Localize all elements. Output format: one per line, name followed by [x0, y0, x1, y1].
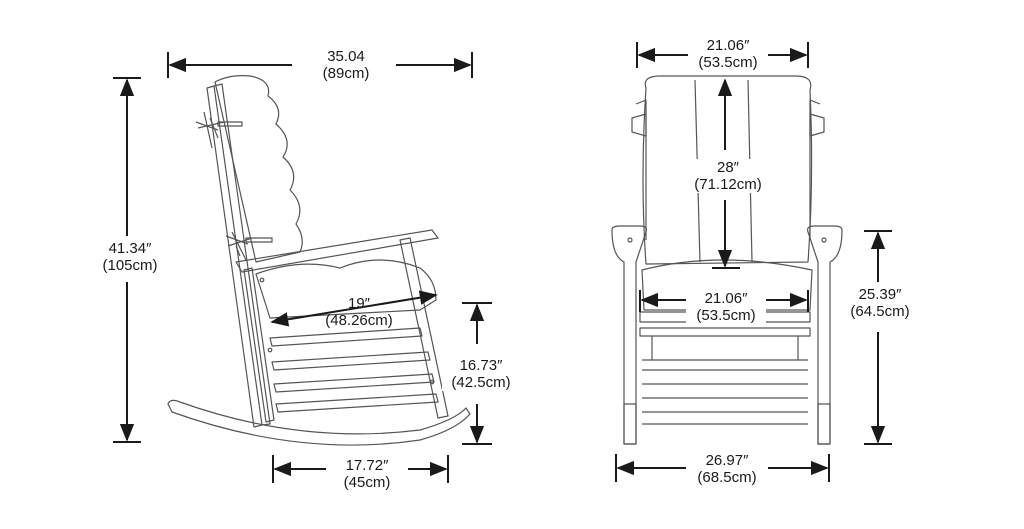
side-rocker-span-metric: (45cm): [343, 474, 391, 491]
side-overall-height-metric: (105cm): [102, 257, 158, 274]
side-overall-depth-value: 35.04: [327, 48, 365, 65]
front-back-width-value: 21.06″: [706, 37, 750, 54]
front-overall-width-metric: (68.5cm): [697, 469, 757, 486]
front-right-arm: [807, 225, 843, 445]
front-back-height-label: 28″ (71.12cm): [684, 159, 772, 193]
dimension-lines: [113, 42, 892, 483]
side-seat-height-value: 16.73″: [459, 357, 503, 374]
side-overall-depth-label: 35.04 (89cm): [300, 48, 392, 82]
front-arm-height-label: 25.39″ (64.5cm): [838, 286, 922, 320]
side-rocker: [167, 399, 471, 446]
side-back-cushion: [214, 75, 303, 263]
front-overall-width-value: 26.97″: [705, 452, 749, 469]
front-back-cushion: [642, 75, 813, 265]
front-back-height-value: 28″: [717, 159, 739, 176]
side-seat-depth-value: 19″: [348, 295, 370, 312]
front-back-height-metric: (71.12cm): [694, 176, 762, 193]
dim-side-seat-depth-line: [270, 290, 438, 327]
front-view-chair: [611, 75, 843, 445]
side-overall-height-label: 41.34″ (105cm): [88, 240, 172, 274]
side-rocker-span-value: 17.72″: [345, 457, 389, 474]
front-seat-width-value: 21.06″: [704, 290, 748, 307]
side-tie-lower: [225, 231, 253, 261]
front-seat-width-metric: (53.5cm): [696, 307, 756, 324]
side-front-leg: [399, 237, 449, 419]
side-rocker-span-label: 17.72″ (45cm): [326, 457, 408, 491]
front-overall-width-label: 26.97″ (68.5cm): [686, 452, 768, 486]
side-tie-upper: [195, 111, 225, 149]
side-overall-depth-metric: (89cm): [322, 65, 370, 82]
front-back-width-metric: (53.5cm): [698, 54, 758, 71]
side-seat-depth-label: 19″ (48.26cm): [316, 295, 402, 329]
side-overall-height-value: 41.34″: [108, 240, 152, 257]
side-seat-height-label: 16.73″ (42.5cm): [442, 357, 520, 391]
side-armrest: [235, 229, 439, 273]
side-seat-height-metric: (42.5cm): [451, 374, 511, 391]
front-arm-height-metric: (64.5cm): [850, 303, 910, 320]
front-back-width-label: 21.06″ (53.5cm): [688, 37, 768, 71]
front-arm-height-value: 25.39″: [858, 286, 902, 303]
side-seat-depth-metric: (48.26cm): [325, 312, 393, 329]
front-seat-cushion: [641, 259, 813, 311]
front-left-arm: [611, 225, 647, 445]
side-back-post: [206, 85, 263, 428]
side-view-chair: [167, 75, 471, 446]
side-seat-cushion: [255, 259, 437, 319]
front-seat-width-label: 21.06″ (53.5cm): [686, 290, 766, 324]
